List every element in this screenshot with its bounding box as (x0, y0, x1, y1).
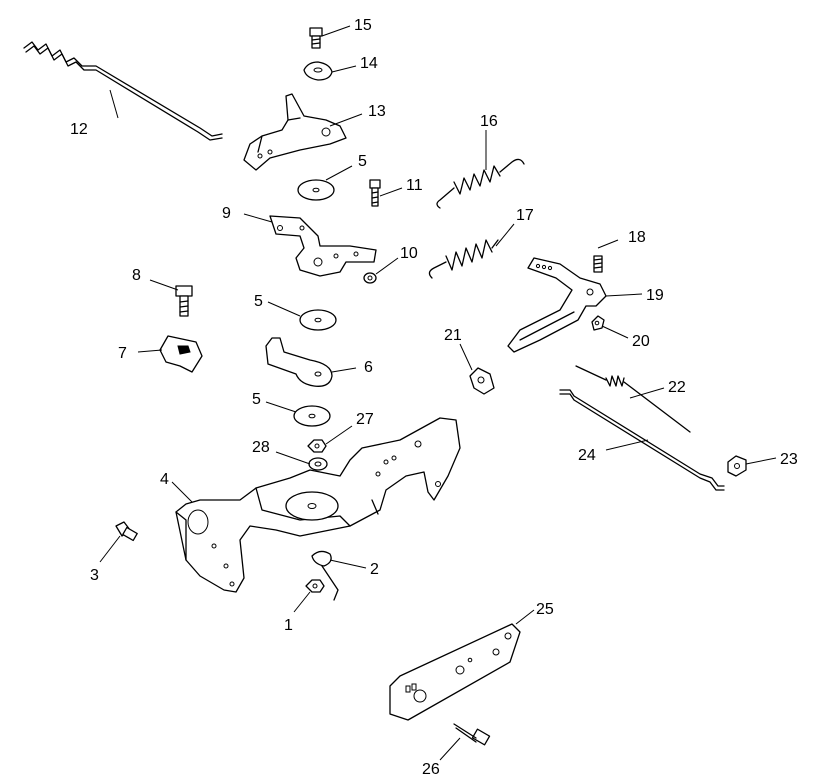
part-5-washer-top (297, 179, 335, 201)
part-24-rod (559, 389, 725, 491)
part-23-nut (727, 455, 747, 477)
part-9-lever (269, 215, 377, 277)
callout-11: 11 (406, 177, 423, 194)
callout-23: 23 (780, 451, 798, 468)
callout-28: 28 (252, 439, 270, 456)
callout-1: 1 (284, 617, 293, 634)
callout-12: 12 (70, 121, 88, 138)
callout-6: 6 (364, 359, 373, 376)
part-19-lever (507, 257, 607, 353)
callout-27: 27 (356, 411, 374, 428)
part-13-bracket (243, 93, 347, 171)
part-14-washer (303, 61, 333, 81)
callout-26: 26 (422, 761, 440, 778)
leader-lines (99, 25, 777, 761)
part-4-main-bracket (175, 417, 461, 593)
part-11-screw (369, 179, 381, 207)
part-1-nut (305, 579, 325, 593)
callout-9: 9 (222, 205, 231, 222)
part-26-screw (453, 723, 491, 746)
callout-5-middle: 5 (254, 293, 263, 310)
callout-3: 3 (90, 567, 99, 584)
callout-13: 13 (368, 103, 386, 120)
part-17-spring (428, 239, 499, 279)
callout-24: 24 (578, 447, 596, 464)
part-8-bolt (175, 285, 193, 317)
part-16-spring (436, 158, 525, 209)
callout-19: 19 (646, 287, 664, 304)
callout-5-lower: 5 (252, 391, 261, 408)
part-7-clip (159, 335, 203, 373)
part-5-washer-lower (293, 405, 331, 427)
callout-14: 14 (360, 55, 378, 72)
callout-5-top: 5 (358, 153, 367, 170)
part-27-nut (307, 439, 327, 453)
callout-10: 10 (400, 245, 418, 262)
part-12-rod (23, 41, 223, 141)
part-21-clamp (469, 367, 495, 395)
part-6-plate (265, 337, 333, 387)
part-28-washer (308, 457, 328, 471)
callout-15: 15 (354, 17, 372, 34)
callout-21: 21 (444, 327, 462, 344)
callout-20: 20 (632, 333, 650, 350)
part-15-screw (309, 27, 323, 49)
callout-18: 18 (628, 229, 646, 246)
part-3-screw (115, 521, 138, 542)
part-20-nut (591, 315, 605, 331)
callout-7: 7 (118, 345, 127, 362)
callout-4: 4 (160, 471, 169, 488)
callout-2: 2 (370, 561, 379, 578)
part-10-nut (363, 272, 377, 284)
part-18-screw (593, 255, 603, 273)
part-25-plate (389, 623, 521, 721)
callout-8: 8 (132, 267, 141, 284)
callout-17: 17 (516, 207, 534, 224)
part-2-spring (311, 550, 339, 601)
callout-25: 25 (536, 601, 554, 618)
callout-22: 22 (668, 379, 686, 396)
callout-16: 16 (480, 113, 498, 130)
part-22-cable (575, 365, 691, 433)
callout-numbers: 1 2 3 4 5 5 5 6 7 8 9 10 11 12 13 14 15 … (70, 17, 798, 778)
part-5-washer-middle (299, 309, 337, 331)
